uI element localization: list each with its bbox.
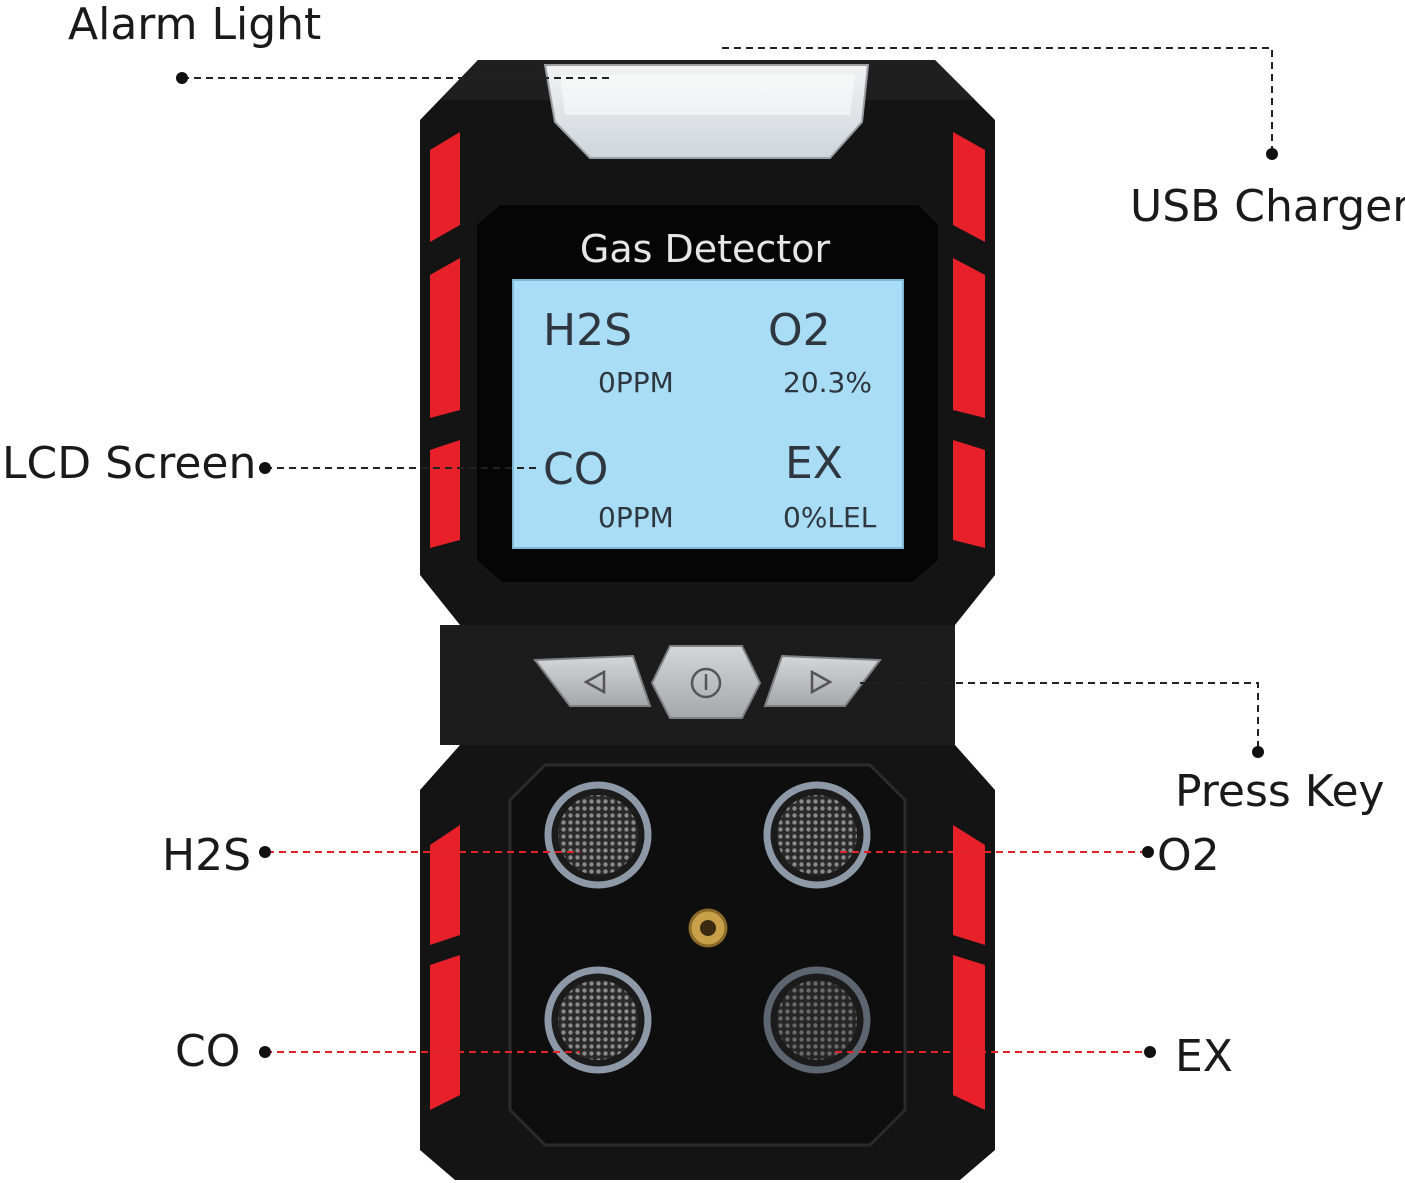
left-arrow-icon [583,669,606,695]
right-key[interactable] [763,654,882,707]
side-bumpers [430,132,985,1110]
left-key[interactable] [533,654,652,707]
leader-usb-charger [722,47,1273,152]
sensor-o2 [763,781,871,889]
sensor-co [544,966,652,1074]
right-arrow-icon [810,669,833,695]
reading-h2s-value: 0PPM [598,366,674,399]
power-key[interactable] [650,645,762,719]
power-icon [690,667,722,699]
leader-dots [176,72,1278,1058]
leader-press-key [860,682,1259,752]
reading-ex-value: 0%LEL [783,501,877,534]
label-ex-sensor: EX [1175,1031,1233,1082]
label-press-key: Press Key [1175,766,1385,817]
buzzer-port [688,908,728,948]
label-co-sensor: CO [175,1026,241,1077]
reading-ex-name: EX [785,438,843,489]
alarm-light [543,64,870,159]
reading-o2-name: O2 [768,305,831,356]
label-h2s-sensor: H2S [162,830,252,881]
reading-o2-value: 20.3% [783,366,872,399]
label-usb-charger: USB Charger [1130,181,1405,232]
reading-co-name: CO [543,444,608,495]
reading-co-value: 0PPM [598,501,674,534]
sensor-h2s [544,781,652,889]
label-alarm-light: Alarm Light [68,0,322,50]
reading-h2s-name: H2S [543,305,632,356]
screen-title: Gas Detector [580,227,831,271]
label-lcd-screen: LCD Screen [2,438,257,489]
leader-lines [182,47,1273,1053]
label-o2-sensor: O2 [1157,830,1220,881]
press-keys [533,645,882,719]
sensor-ex [763,966,871,1074]
lcd-screen: Gas Detector H2S 0PPM O2 20.3% CO 0PPM E… [477,205,938,582]
